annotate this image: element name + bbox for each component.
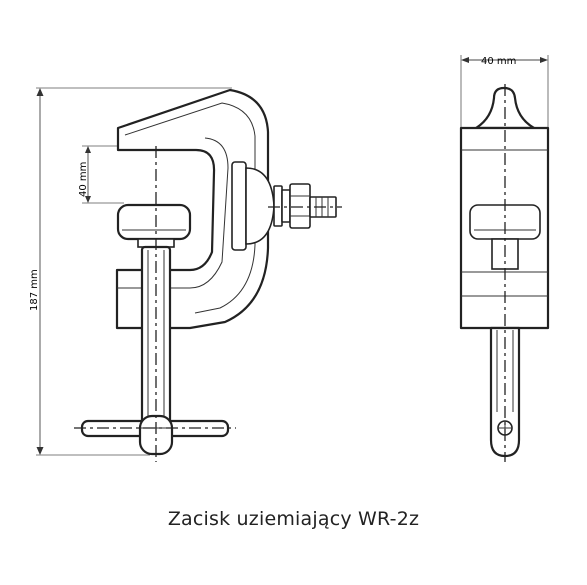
drawing-caption: Zacisk uziemiający WR-2z (167, 508, 420, 530)
technical-drawing: 187 mm 40 mm (29, 55, 550, 462)
clamp-plate (231, 161, 247, 251)
side-view: 187 mm 40 mm (29, 87, 342, 462)
dim-187mm-label: 187 mm (29, 269, 40, 311)
pressure-pad (116, 203, 192, 248)
bolt-boss (245, 167, 275, 245)
c-frame (115, 88, 270, 330)
t-handle (74, 414, 236, 456)
dimension-40mm-jaw: 40 mm (78, 145, 124, 204)
dimension-187mm: 187 mm (29, 87, 232, 456)
terminal-bolt (268, 183, 342, 229)
dim-40mm-width-label: 40 mm (481, 56, 516, 67)
front-view: 40 mm (459, 55, 550, 462)
dim-40mm-jaw-label: 40 mm (78, 162, 89, 197)
dimension-40mm-width: 40 mm (460, 55, 549, 128)
